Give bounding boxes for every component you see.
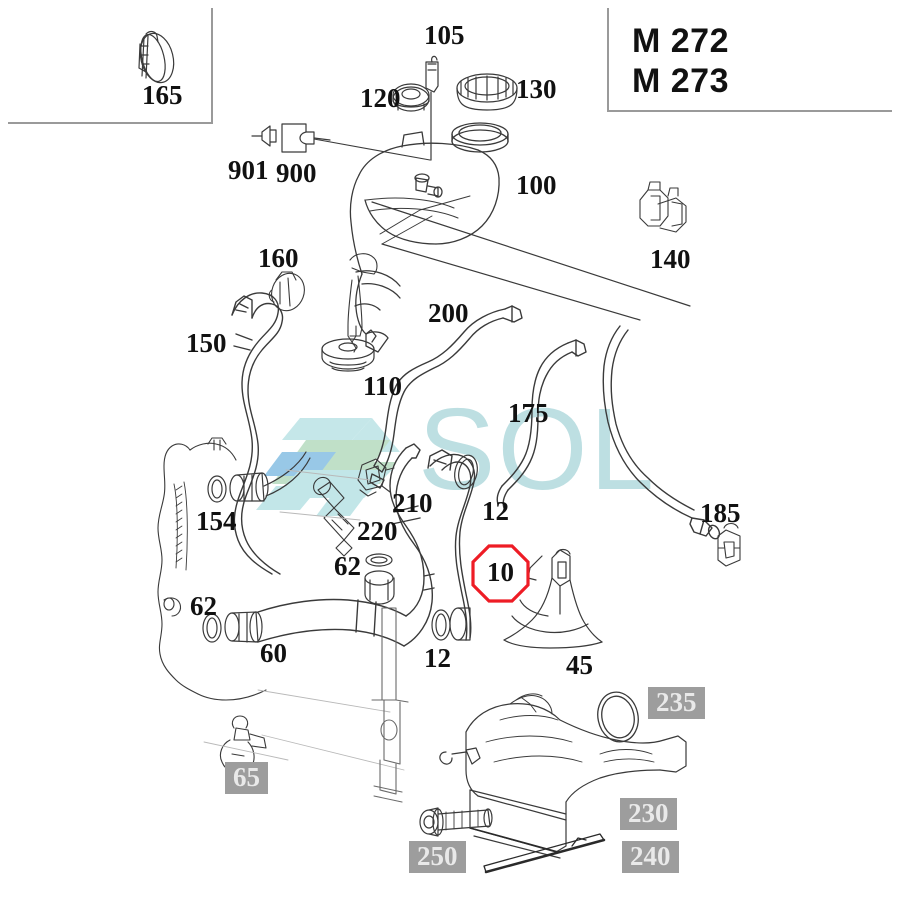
- part-165-hose-clamp: [138, 30, 175, 84]
- callout-65: 65: [225, 762, 268, 794]
- leader-100-long: [371, 201, 691, 307]
- callout-235: 235: [648, 687, 705, 719]
- part-220-temp-sensor: [313, 476, 355, 557]
- part-12-seal-ring-upper: [454, 454, 478, 490]
- part-175-return-line: [496, 339, 587, 509]
- callout-10-highlighted: 10: [487, 557, 514, 587]
- inset-box-vertical-border: [211, 8, 213, 124]
- part-62-lower-left-connection: [202, 611, 263, 643]
- callout-220: 220: [357, 516, 398, 546]
- callout-110: 110: [363, 371, 403, 401]
- part-175-hardline: [602, 325, 721, 540]
- callout-175: 175: [508, 398, 549, 428]
- title-box-vertical-border: [607, 8, 609, 112]
- part-105-vent-valve: [425, 55, 439, 161]
- callout-185: 185: [700, 498, 741, 528]
- part-130-radiator-cap: [456, 73, 518, 111]
- callout-12-upper: 12: [482, 496, 509, 526]
- part-154-connection: [207, 451, 311, 503]
- part-60-lower-hose: [257, 443, 435, 647]
- callout-165: 165: [142, 80, 183, 110]
- part-250-bolt: [419, 807, 493, 837]
- callout-60: 60: [260, 638, 287, 668]
- part-10-hose: [427, 449, 476, 641]
- part-235-gasket-ring: [597, 691, 639, 743]
- inset-box-horizontal-border: [8, 122, 212, 124]
- engine-code-line-2: M 273: [632, 62, 729, 100]
- part-160-clamp: [268, 271, 305, 312]
- part-radiator-outline: [157, 437, 267, 701]
- callout-210: 210: [392, 488, 433, 518]
- callout-140: 140: [650, 244, 691, 274]
- callout-240: 240: [622, 841, 679, 873]
- callout-100: 100: [516, 170, 557, 200]
- callout-120: 120: [360, 83, 401, 113]
- callout-130: 130: [516, 74, 557, 104]
- callout-160: 160: [258, 243, 299, 273]
- part-45-bracket: [503, 548, 603, 649]
- engine-code-line-1: M 272: [632, 22, 729, 60]
- callout-62-lower: 62: [190, 591, 217, 621]
- callout-900: 900: [276, 158, 317, 188]
- part-150-upper-hose: [231, 292, 284, 575]
- part-230-thermostat-housing: [439, 693, 687, 859]
- part-110-spout: [347, 253, 378, 353]
- callout-45: 45: [566, 650, 593, 680]
- callout-154: 154: [196, 506, 237, 536]
- title-box-horizontal-border: [607, 110, 892, 112]
- part-901-plug: [251, 125, 277, 147]
- part-lower-mount: [371, 607, 409, 803]
- leader-900: [313, 138, 431, 161]
- callout-250: 250: [409, 841, 466, 873]
- part-900-level-sensor: [281, 123, 331, 153]
- callout-901: 901: [228, 155, 269, 185]
- callout-12-lower: 12: [424, 643, 451, 673]
- leader-100-long2: [381, 243, 641, 321]
- part-140-spring-clamps: [639, 181, 687, 233]
- part-185-retaining-clip: [717, 522, 741, 567]
- callout-62-upper: 62: [334, 551, 361, 581]
- part-110-grommet: [321, 338, 375, 372]
- callout-230: 230: [620, 798, 677, 830]
- callout-150: 150: [186, 328, 227, 358]
- part-240-seal-strip: [483, 833, 606, 874]
- part-120-nut: [392, 83, 430, 112]
- callout-105: 105: [424, 20, 465, 50]
- callout-200: 200: [428, 298, 469, 328]
- part-62-right-seal: [364, 553, 395, 605]
